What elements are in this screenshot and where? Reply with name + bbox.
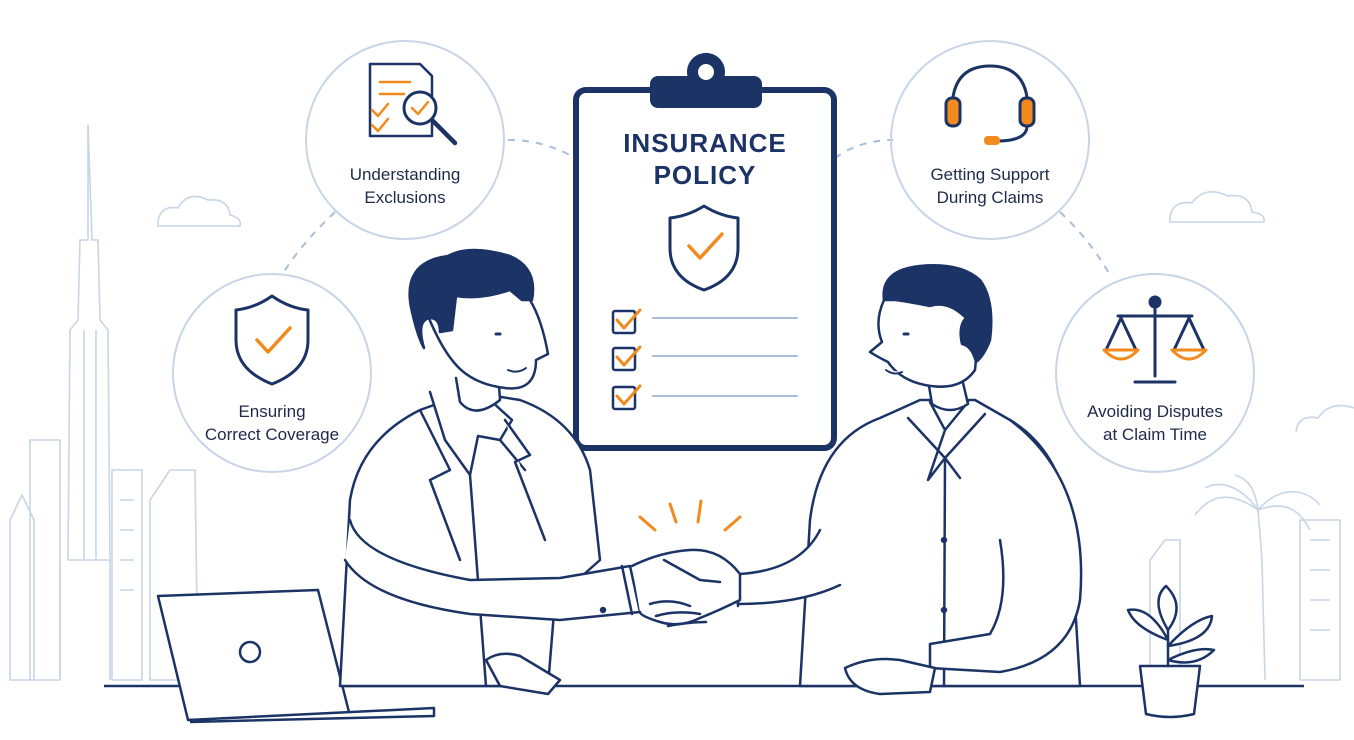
topic-label-line2: During Claims bbox=[936, 188, 1044, 207]
handshake-spark-icon bbox=[638, 499, 742, 532]
topic-label-line2: Correct Coverage bbox=[204, 425, 340, 444]
client-person bbox=[734, 264, 1083, 696]
topic-label-line2: at Claim Time bbox=[1103, 425, 1207, 444]
shield-check-icon bbox=[234, 294, 310, 386]
city-skyline-left bbox=[9, 124, 199, 681]
dashed-connectors bbox=[281, 139, 1111, 276]
policy-title-line2: POLICY bbox=[653, 160, 757, 190]
topic-label-line2: Exclusions bbox=[364, 188, 446, 207]
topic-circles bbox=[172, 40, 1255, 473]
handshake bbox=[630, 548, 742, 628]
topic-label-line1: Ensuring bbox=[238, 402, 306, 421]
headset-icon bbox=[944, 64, 1036, 145]
topic-label-line1: Avoiding Disputes bbox=[1087, 402, 1223, 421]
topic-label-line1: Getting Support bbox=[930, 165, 1050, 184]
city-skyline-right bbox=[1149, 474, 1341, 681]
checklist-item bbox=[611, 308, 798, 335]
agent-person bbox=[338, 248, 642, 696]
insurance-policy-clipboard bbox=[573, 52, 837, 451]
checklist-item bbox=[611, 384, 798, 411]
cloud-decorations bbox=[157, 191, 1354, 433]
potted-plant bbox=[1126, 584, 1216, 719]
laptop bbox=[156, 588, 436, 724]
document-search-icon bbox=[368, 62, 458, 146]
policy-shield-icon bbox=[668, 204, 740, 292]
policy-checklist bbox=[611, 308, 798, 411]
topic-label-line1: Understanding bbox=[349, 165, 461, 184]
checklist-item bbox=[611, 345, 798, 372]
policy-title-line1: INSURANCE bbox=[623, 128, 787, 158]
scales-icon bbox=[1102, 295, 1208, 384]
